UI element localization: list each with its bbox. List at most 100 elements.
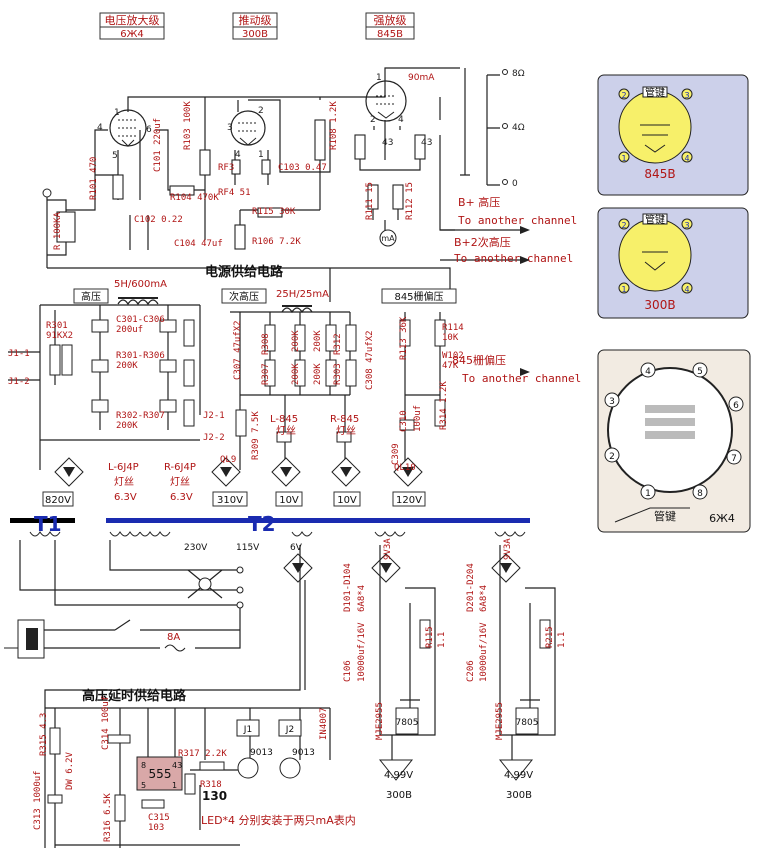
svg-text:4: 4: [235, 150, 241, 160]
svg-text:1.1: 1.1: [437, 632, 447, 648]
svg-text:强放级: 强放级: [374, 13, 407, 27]
svg-text:130: 130: [202, 789, 227, 803]
svg-text:6: 6: [146, 125, 152, 135]
stage-header-voltage-amp: 电压放大级 6Ж4: [99, 12, 165, 40]
delay-labels: R315 4.3 C314 100uf DW 6.2V C313 1000uf …: [33, 696, 329, 842]
svg-text:次高压: 次高压: [229, 290, 259, 303]
svg-text:R112 15: R112 15: [405, 182, 415, 220]
svg-text:DW 6.2V: DW 6.2V: [65, 751, 75, 790]
svg-text:灯丝: 灯丝: [336, 425, 356, 437]
svg-text:RF3: RF3: [218, 163, 234, 173]
svg-text:1: 1: [621, 285, 626, 294]
supply-wiring: [8, 304, 441, 470]
regulator-ic-2: 7805: [515, 619, 551, 735]
stage-header-driver: 推动级 300B: [232, 12, 278, 40]
svg-text:200K: 200K: [116, 361, 138, 371]
svg-text:4: 4: [684, 285, 689, 294]
svg-text:200K: 200K: [116, 421, 138, 431]
svg-text:845栅偏压: 845栅偏压: [394, 290, 443, 303]
svg-text:8A: 8A: [167, 632, 180, 643]
svg-text:L-6J4P: L-6J4P: [108, 462, 139, 473]
svg-text:R308: R308: [261, 333, 271, 355]
svg-text:10000uf/16V: 10000uf/16V: [479, 622, 489, 682]
label-b2: B+2次高压: [454, 235, 511, 249]
svg-text:9V3A: 9V3A: [383, 538, 393, 560]
mains-socket: [4, 619, 45, 659]
svg-text:C314 100uf: C314 100uf: [101, 696, 111, 750]
svg-text:100uf: 100uf: [413, 405, 423, 432]
svg-text:J2-2: J2-2: [203, 433, 225, 443]
svg-text:C310: C310: [399, 410, 409, 432]
svg-text:3: 3: [684, 221, 689, 230]
svg-text:2: 2: [621, 91, 626, 100]
svg-text:C101 220uf: C101 220uf: [153, 118, 163, 172]
svg-text:R115 30K: R115 30K: [252, 207, 296, 217]
svg-text:C307 47ufX2: C307 47ufX2: [233, 320, 243, 380]
svg-text:R-845: R-845: [330, 414, 359, 425]
svg-text:5: 5: [141, 781, 146, 790]
output-4ohm: 4Ω: [512, 123, 525, 133]
stage-header-power: 强放级 845B: [365, 12, 415, 40]
svg-text:IN4007: IN4007: [319, 707, 329, 740]
svg-text:R111 15: R111 15: [365, 182, 375, 220]
svg-text:R317 2.2K: R317 2.2K: [178, 749, 227, 759]
svg-text:R-6J4P: R-6J4P: [164, 462, 196, 473]
svg-text:6.3V: 6.3V: [170, 492, 193, 503]
socket-300b-panel: 管键 2 3 1 4 300B: [597, 207, 749, 319]
svg-text:90mA: 90mA: [408, 73, 435, 83]
output-8ohm: 8Ω: [512, 69, 525, 79]
svg-text:QL10: QL10: [394, 463, 416, 473]
svg-text:1: 1: [258, 150, 264, 160]
svg-text:R104 470K: R104 470K: [170, 193, 219, 203]
svg-text:R303: R303: [333, 363, 343, 385]
svg-text:200uf: 200uf: [116, 325, 143, 335]
bridge-rectifiers: [54, 457, 521, 583]
svg-text:灯丝: 灯丝: [276, 425, 296, 437]
svg-text:5: 5: [697, 367, 703, 377]
svg-text:R302-R307: R302-R307: [116, 411, 165, 421]
timer-555: 555 8 5 43 1: [136, 756, 183, 791]
svg-text:R314 1.2K: R314 1.2K: [439, 381, 449, 430]
svg-text:MJE2955: MJE2955: [495, 702, 505, 740]
svg-text:J1: J1: [243, 725, 252, 735]
svg-text:230V: 230V: [184, 543, 208, 553]
svg-text:300B: 300B: [644, 298, 675, 312]
svg-text:D101-D104: D101-D104: [343, 563, 353, 612]
svg-text:4.99V: 4.99V: [504, 770, 533, 781]
svg-text:To another channel: To another channel: [454, 252, 573, 265]
section-box-845-bias: 845栅偏压: [381, 288, 457, 304]
svg-text:灯丝: 灯丝: [170, 476, 190, 488]
svg-text:C308 47ufX2: C308 47ufX2: [365, 330, 375, 390]
output-0: 0: [512, 179, 518, 189]
svg-text:120V: 120V: [396, 495, 422, 506]
svg-text:MJE2955: MJE2955: [375, 702, 385, 740]
svg-text:管键: 管键: [645, 86, 665, 99]
label-845-bias: 845栅偏压: [452, 353, 506, 367]
svg-text:3: 3: [227, 123, 233, 133]
svg-text:3: 3: [684, 91, 689, 100]
svg-text:To another channel: To another channel: [462, 372, 581, 385]
svg-text:R318: R318: [200, 780, 222, 790]
svg-text:9013: 9013: [292, 748, 315, 758]
svg-text:R307: R307: [261, 363, 271, 385]
svg-text:C104 47uf: C104 47uf: [174, 239, 223, 249]
svg-text:R301-R306: R301-R306: [116, 351, 165, 361]
ammeter-845: [379, 229, 397, 247]
regulator-ic-1: 7805: [395, 619, 431, 735]
ammeter-label: mA: [381, 234, 395, 243]
svg-text:R113 36K: R113 36K: [399, 316, 409, 360]
svg-text:C103 0.47: C103 0.47: [278, 163, 327, 173]
svg-text:灯丝: 灯丝: [114, 476, 134, 488]
svg-text:43: 43: [382, 138, 393, 148]
svg-text:6: 6: [733, 401, 739, 411]
svg-text:200K: 200K: [313, 363, 323, 385]
fuse: 8A: [164, 632, 186, 652]
svg-text:200K: 200K: [291, 330, 301, 352]
svg-text:D201-D204: D201-D204: [466, 563, 476, 612]
svg-text:10V: 10V: [279, 495, 299, 506]
svg-text:8: 8: [697, 489, 703, 499]
svg-text:R 100KA: R 100KA: [53, 211, 63, 250]
svg-text:J1-2: J1-2: [8, 377, 30, 387]
svg-text:6A8*4: 6A8*4: [479, 585, 489, 612]
